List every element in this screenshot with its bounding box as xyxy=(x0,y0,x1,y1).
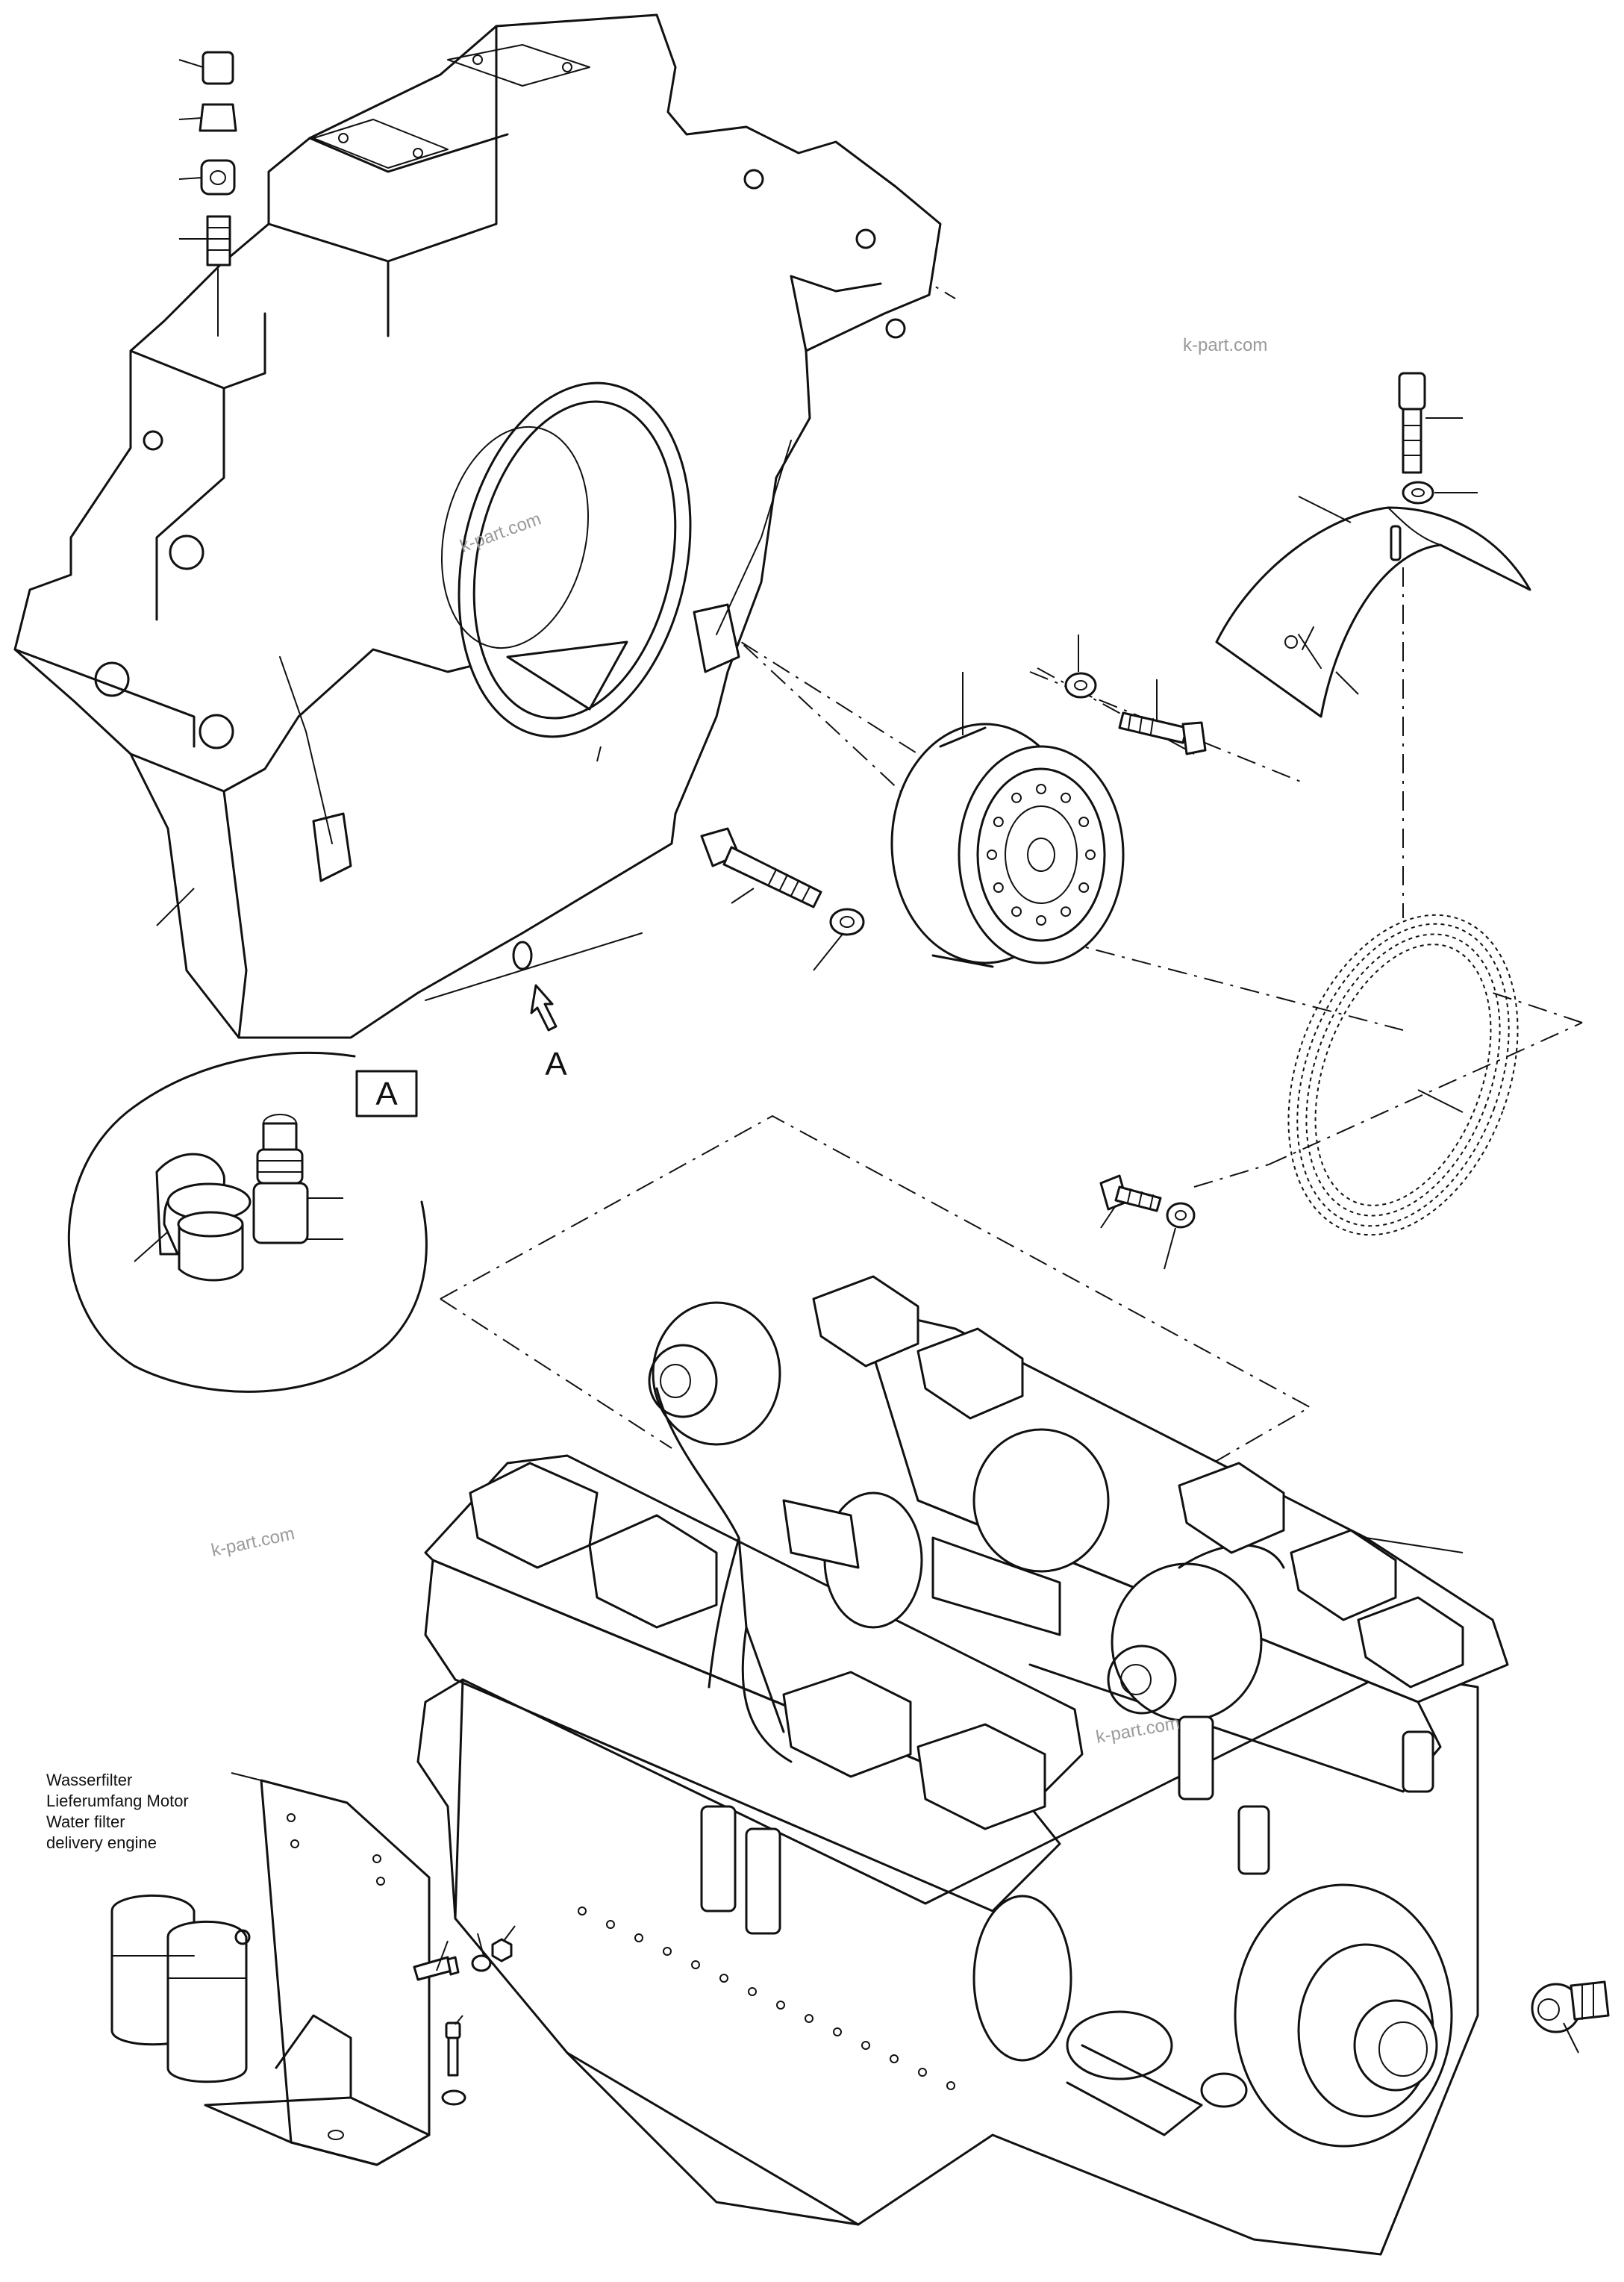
block-bolt xyxy=(719,1974,728,1983)
watermark-engine: k-part.com xyxy=(1094,1713,1181,1748)
block-bolt xyxy=(946,2081,955,2090)
block-bolt xyxy=(606,1920,615,1929)
flange-ring xyxy=(1287,914,1519,1236)
detail-a-view: A xyxy=(68,1051,428,1393)
coupling-bolt-hole xyxy=(1078,817,1090,827)
coupling-bolt-hole xyxy=(1011,906,1022,917)
washer-left xyxy=(829,908,865,936)
note-line-3: Water filter xyxy=(46,1812,125,1831)
lock-washer xyxy=(1402,481,1434,505)
sensor-fitting-right xyxy=(1531,1980,1610,2033)
water-filter-assembly xyxy=(110,1772,513,2166)
leader-lines xyxy=(134,59,1579,2054)
block-bolt xyxy=(691,1960,700,1969)
block-bolt xyxy=(663,1947,672,1956)
note-line-4: delivery engine xyxy=(46,1833,157,1852)
block-bolt xyxy=(833,2027,842,2036)
block-bolt xyxy=(890,2054,899,2063)
water-filter-note: Wasserfilter Lieferumfang Motor Water fi… xyxy=(46,1771,189,1852)
coupling-bolt-hole xyxy=(1061,792,1071,803)
watermark-top-right: k-part.com xyxy=(1183,335,1267,355)
left-bank-covers xyxy=(469,1462,1046,1830)
coupling-bolt-hole xyxy=(1078,882,1090,893)
right-bank-covers xyxy=(812,1275,1464,1689)
block-bolt xyxy=(776,2001,785,2010)
coupling-bolt-hole xyxy=(993,882,1004,893)
plug-fitting-stack xyxy=(199,51,237,337)
block-bolt xyxy=(634,1933,643,1942)
coupling-bolt-hole xyxy=(987,849,997,860)
coupling-bolt-hole xyxy=(1085,849,1096,860)
guard-cover xyxy=(1215,506,1531,718)
coupling-bolt-hole xyxy=(1061,906,1071,917)
bolt-long-horizontal xyxy=(700,827,822,908)
small-pin xyxy=(1390,525,1402,561)
bolt-upper-right xyxy=(1118,711,1207,755)
view-arrow: A xyxy=(530,984,567,1082)
coupling-bolt-hole xyxy=(1011,792,1022,803)
flywheel-housing xyxy=(13,13,942,1039)
washer-lower xyxy=(1166,1202,1196,1229)
note-line-2: Lieferumfang Motor xyxy=(46,1792,189,1810)
cap-screw xyxy=(1398,372,1426,474)
block-bolt xyxy=(861,2041,870,2050)
washer-upper xyxy=(1064,672,1097,699)
view-arrow-label: A xyxy=(545,1046,567,1082)
engine xyxy=(416,1275,1509,2256)
block-bolt xyxy=(578,1907,587,1915)
bolt-lower xyxy=(1099,1174,1162,1212)
block-bolt xyxy=(918,2068,927,2077)
coupling-bolt-hole xyxy=(1036,784,1046,794)
coupling-bolt-hole xyxy=(993,817,1004,827)
block-bolt xyxy=(805,2014,813,2023)
coupling-assembly xyxy=(890,723,1125,968)
detail-label: A xyxy=(375,1076,398,1112)
block-bolt xyxy=(748,1987,757,1996)
watermark-left: k-part.com xyxy=(210,1524,296,1561)
note-line-1: Wasserfilter xyxy=(46,1771,132,1789)
coupling-bolt-hole xyxy=(1036,915,1046,926)
